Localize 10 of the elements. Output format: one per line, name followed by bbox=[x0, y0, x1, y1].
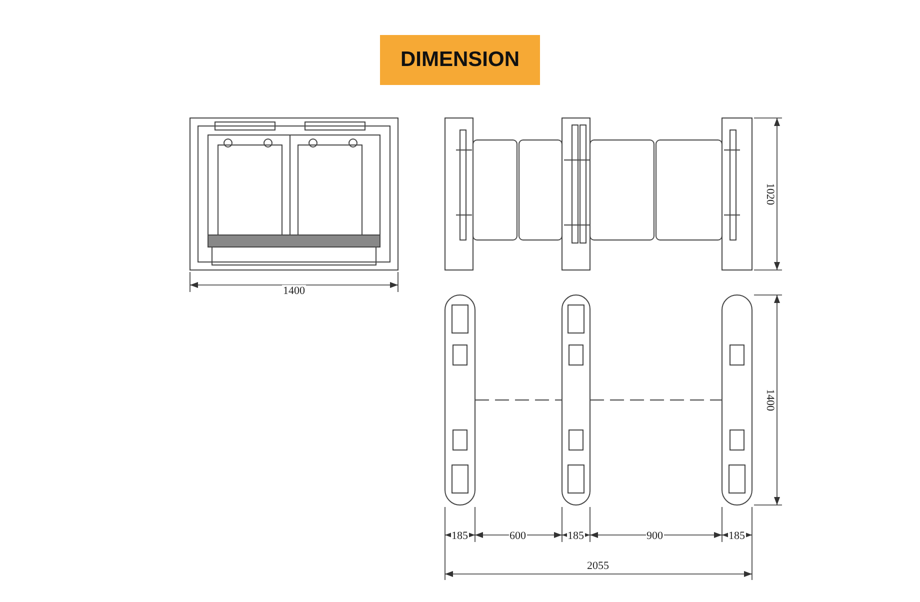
title-banner: DIMENSION bbox=[380, 35, 540, 85]
dimension-label: 900 bbox=[646, 530, 664, 542]
dimension-label: 600 bbox=[508, 530, 527, 542]
dimension-label: 1020 bbox=[764, 182, 776, 206]
dimension-label: 185 bbox=[450, 530, 469, 542]
dimension-label: 1400 bbox=[764, 388, 776, 412]
dimension-label: 1400 bbox=[282, 285, 306, 297]
dimension-label: 2055 bbox=[586, 560, 610, 572]
dimension-label: 185 bbox=[728, 530, 746, 542]
dimension-label: 185 bbox=[566, 530, 585, 542]
